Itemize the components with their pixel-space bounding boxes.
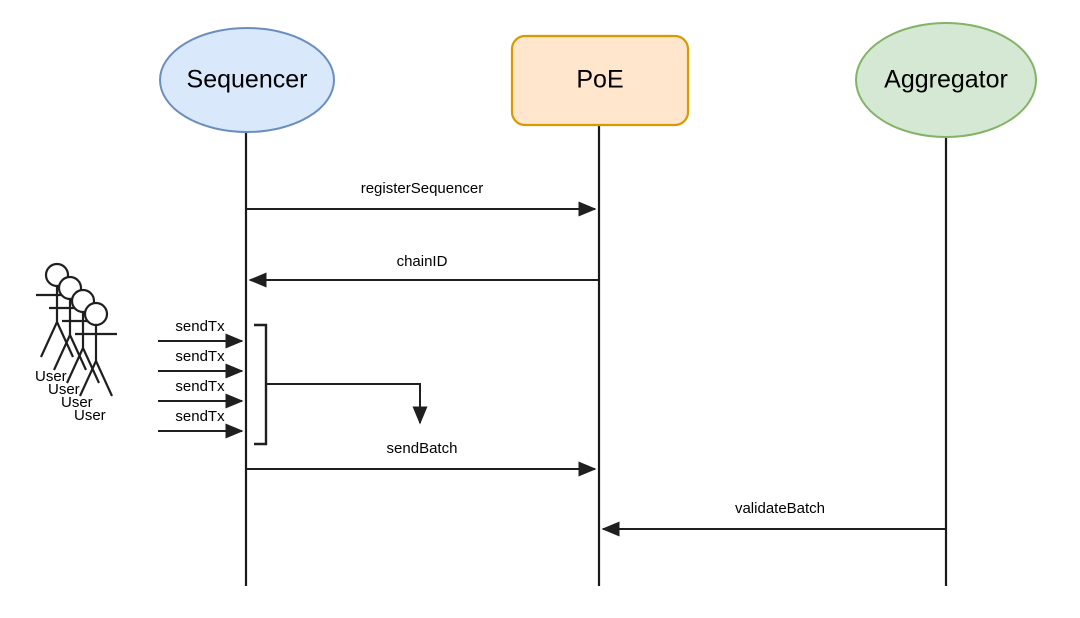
message-send-tx-3[interactable]: sendTx [158, 378, 244, 409]
batch-group-bracket [254, 323, 428, 446]
lifelines [244, 125, 948, 586]
message-label: chainID [397, 253, 448, 270]
user-body-icon [62, 312, 104, 384]
message-label: sendBatch [387, 440, 458, 457]
poe-box[interactable] [510, 34, 690, 127]
actor-user-4[interactable] [75, 301, 117, 397]
user-body-icon [75, 325, 117, 397]
message-send-tx-4[interactable]: sendTx [158, 408, 244, 439]
message-label: validateBatch [735, 500, 825, 517]
message-label: sendTx [175, 318, 225, 335]
message-chain-id[interactable]: chainID [248, 253, 599, 288]
message-label: registerSequencer [361, 180, 484, 197]
actor-label-user-4: User [74, 407, 106, 424]
user-body-icon [49, 299, 91, 371]
actor-user-3[interactable] [62, 288, 104, 384]
message-label: sendTx [175, 348, 225, 365]
user-head-icon [83, 301, 109, 327]
group-bracket-shape [254, 323, 268, 446]
sequencer-label: Sequencer [187, 66, 308, 94]
aggregator-label: Aggregator [884, 66, 1008, 94]
message-send-tx-2[interactable]: sendTx [158, 348, 244, 379]
message-send-batch[interactable]: sendBatch [246, 440, 597, 477]
batch-aggregation-arrow[interactable] [266, 383, 428, 425]
actor-group-users: User User User User [35, 262, 117, 424]
participant-sequencer[interactable]: Sequencer [159, 27, 335, 133]
participant-aggregator[interactable]: Aggregator [855, 22, 1037, 138]
poe-label: PoE [576, 66, 623, 94]
actor-label-user-2: User [48, 381, 80, 398]
message-send-tx-1[interactable]: sendTx [158, 318, 244, 349]
user-body-icon [36, 286, 78, 358]
messages: registerSequencer chainID sendTx sendTx … [158, 180, 946, 537]
message-register-sequencer[interactable]: registerSequencer [246, 180, 597, 217]
message-validate-batch[interactable]: validateBatch [601, 500, 946, 537]
message-label: sendTx [175, 378, 225, 395]
actor-label-user-1: User [35, 368, 67, 385]
aggregator-ellipse[interactable] [855, 22, 1037, 138]
actor-label-user-3: User [61, 394, 93, 411]
sequencer-ellipse[interactable] [159, 27, 335, 133]
message-label: sendTx [175, 408, 225, 425]
participant-poe[interactable]: PoE [510, 34, 690, 127]
